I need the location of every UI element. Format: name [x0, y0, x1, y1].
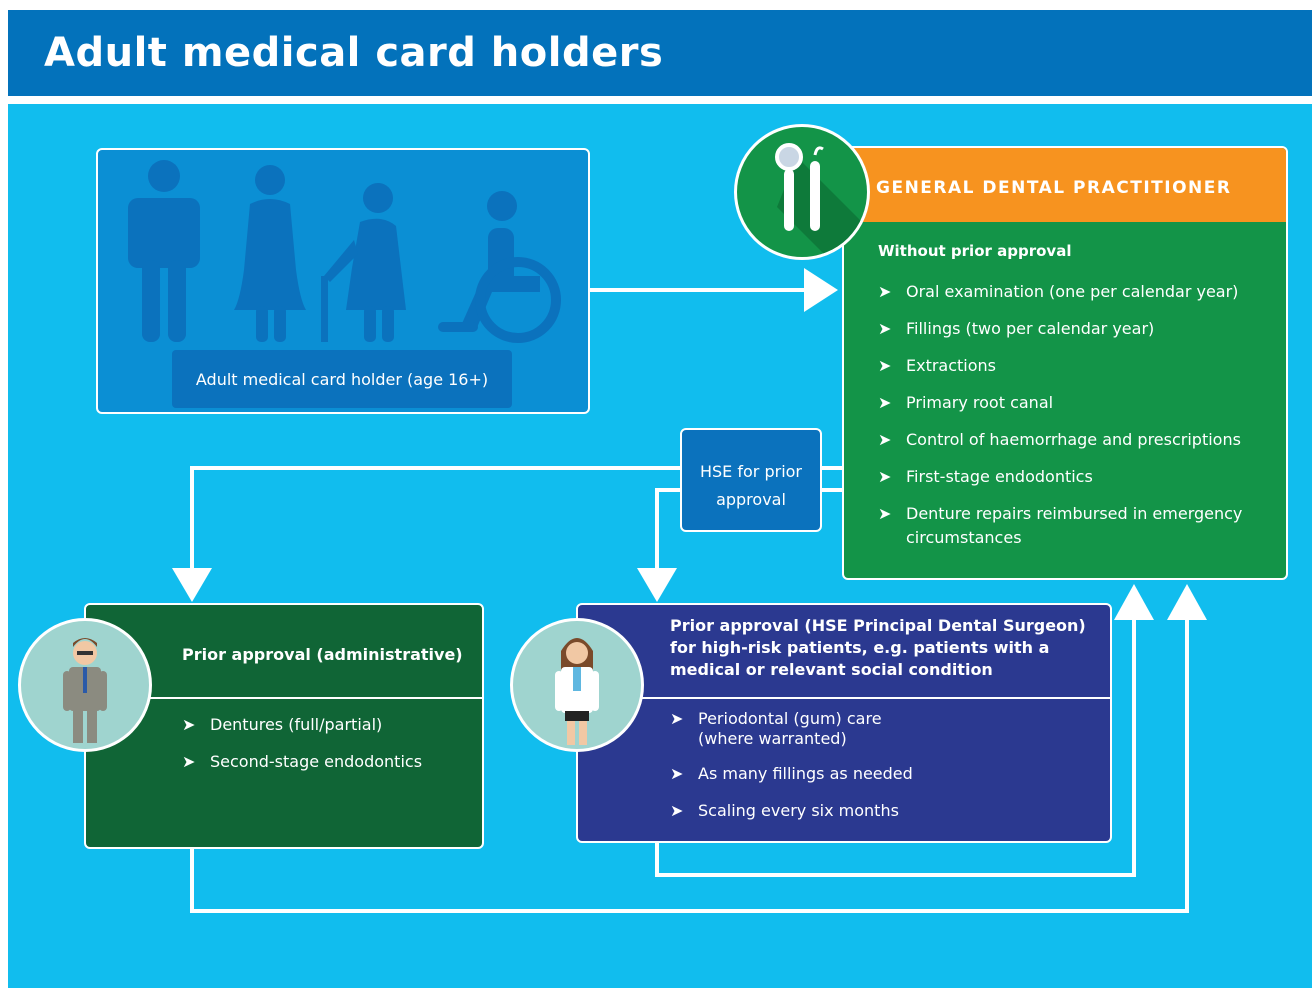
bullet-arrow-icon: ➤ — [670, 764, 684, 783]
bullet-arrow-icon: ➤ — [182, 715, 196, 734]
bullet-arrow-icon: ➤ — [878, 504, 892, 523]
gdp-header — [844, 148, 1286, 222]
list-item: ➤Oral examination (one per calendar year… — [878, 280, 1274, 304]
arrow-up-icon — [1167, 584, 1207, 620]
general-dental-practitioner-box: GENERAL DENTAL PRACTITIONER Without prio… — [842, 146, 1288, 580]
list-item: ➤Second-stage endodontics — [182, 750, 472, 774]
list-item: ➤Fillings (two per calendar year) — [878, 317, 1274, 341]
bullet-arrow-icon: ➤ — [878, 393, 892, 412]
connector-admin-to-gdp — [190, 616, 1189, 913]
dental-title: Prior approval (HSE Principal Dental Sur… — [670, 616, 1086, 679]
admin-service-list: ➤Dentures (full/partial) ➤Second-stage e… — [182, 713, 472, 787]
bullet-arrow-icon: ➤ — [878, 356, 892, 375]
list-item: ➤Control of haemorrhage and prescription… — [878, 428, 1274, 452]
bullet-arrow-icon: ➤ — [878, 282, 892, 301]
bullet-arrow-icon: ➤ — [670, 801, 684, 820]
list-item: ➤Denture repairs reimbursed in emergency… — [878, 504, 1243, 547]
arrow-down-icon — [172, 568, 212, 602]
connector-hse-to-admin — [190, 466, 680, 570]
dental-surgeon-avatar — [510, 618, 644, 752]
administrative-approval-box: Prior approval (administrative) ➤Denture… — [84, 603, 484, 849]
people-label: Adult medical card holder (age 16+) — [172, 350, 512, 408]
people-illustration — [128, 160, 561, 343]
bullet-arrow-icon: ➤ — [878, 430, 892, 449]
connector-dental-to-gdp — [655, 616, 1136, 877]
list-item: ➤First-stage endodontics — [878, 465, 1274, 489]
list-item: ➤Extractions — [878, 354, 1274, 378]
divider — [578, 697, 1110, 699]
header-banner: Adult medical card holders — [8, 10, 1312, 96]
bullet-arrow-icon: ➤ — [670, 709, 684, 728]
bullet-arrow-icon: ➤ — [182, 752, 196, 771]
list-item: ➤Primary root canal — [878, 391, 1274, 415]
gdp-title: GENERAL DENTAL PRACTITIONER — [876, 178, 1232, 198]
administrator-avatar — [18, 618, 152, 752]
list-item: ➤Periodontal (gum) care (where warranted… — [670, 709, 882, 748]
list-item: ➤As many fillings as needed — [670, 762, 1090, 786]
list-item: ➤Dentures (full/partial) — [182, 713, 472, 737]
dental-surgeon-approval-box: Prior approval (HSE Principal Dental Sur… — [576, 603, 1112, 843]
bullet-arrow-icon: ➤ — [878, 467, 892, 486]
hse-label: HSE for prior approval — [699, 462, 802, 509]
arrow-up-icon — [1114, 584, 1154, 620]
hse-prior-approval-box: HSE for prior approval — [680, 428, 822, 532]
admin-title: Prior approval (administrative) — [182, 645, 463, 664]
bullet-arrow-icon: ➤ — [878, 319, 892, 338]
dental-tools-icon — [734, 124, 870, 260]
gdp-service-list: ➤Oral examination (one per calendar year… — [878, 280, 1274, 563]
divider — [86, 697, 482, 699]
page-title: Adult medical card holders — [44, 30, 664, 76]
wheelchair-user-icon — [438, 191, 561, 343]
list-item: ➤Scaling every six months — [670, 799, 1090, 823]
elderly-woman-with-cane-icon — [321, 183, 406, 342]
arrow-down-icon — [637, 568, 677, 602]
dental-service-list: ➤Periodontal (gum) care (where warranted… — [670, 709, 1090, 836]
man-icon — [128, 160, 200, 342]
woman-icon — [234, 165, 306, 342]
arrow-right-icon — [804, 268, 838, 312]
gdp-subtitle: Without prior approval — [878, 242, 1072, 260]
